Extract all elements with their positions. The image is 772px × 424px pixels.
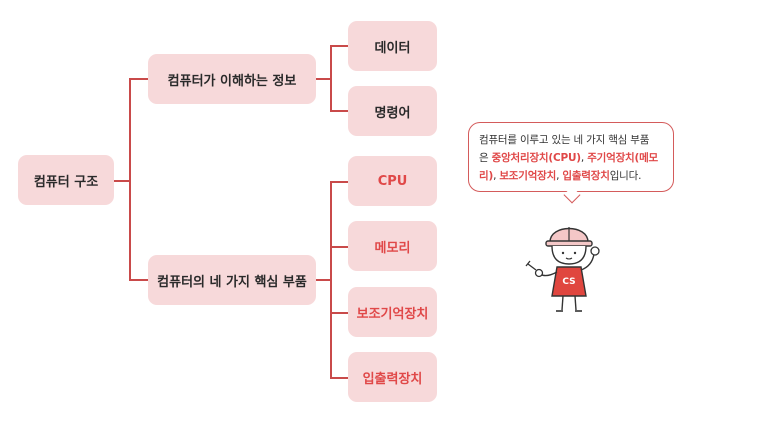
speech-bubble: 컴퓨터를 이루고 있는 네 가지 핵심 부품 은 중앙처리장치(CPU), 주기… (468, 122, 674, 192)
leaf-node-data: 데이터 (348, 21, 437, 71)
leaf-node-instruction: 명령어 (348, 86, 437, 136)
connector-to-memory (330, 246, 348, 248)
connector-branch2-stem (316, 279, 331, 281)
connector-root-vertical (129, 78, 131, 280)
branch-node-information: 컴퓨터가 이해하는 정보 (148, 54, 316, 104)
bubble-line-2: 은 중앙처리장치(CPU), 주기억장치(메모 (479, 149, 663, 167)
connector-to-storage (330, 312, 348, 314)
connector-to-branch-2 (129, 279, 148, 281)
bubble-text: , (493, 170, 500, 182)
leaf-node-io: 입출력장치 (348, 352, 437, 402)
bubble-line-1: 컴퓨터를 이루고 있는 네 가지 핵심 부품 (479, 134, 650, 146)
leaf-node-storage: 보조기억장치 (348, 287, 437, 337)
bubble-text: , (580, 152, 588, 164)
highlight-cpu: 중앙처리장치(CPU) (491, 152, 581, 164)
connector-branch2-vertical (330, 181, 332, 378)
root-node: 컴퓨터 구조 (18, 155, 114, 205)
connector-to-branch-1 (129, 78, 148, 80)
mascot-engineer-icon: CS (525, 227, 600, 312)
leaf-node-memory: 메모리 (348, 221, 437, 271)
highlight-memory-end: 리) (479, 170, 494, 182)
highlight-storage: 보조기억장치 (499, 170, 557, 182)
connector-to-io (330, 377, 348, 379)
bubble-text: 은 (479, 152, 492, 164)
bubble-line-3: 리), 보조기억장치, 입출력장치입니다. (479, 167, 663, 185)
bubble-text: , (556, 170, 563, 182)
connector-to-instruction (330, 110, 348, 112)
mascot-badge: CS (562, 277, 575, 287)
leaf-node-cpu: CPU (348, 156, 437, 206)
highlight-memory: 주기억장치(메모 (587, 152, 659, 164)
highlight-io: 입출력장치 (562, 170, 610, 182)
connector-to-data (330, 45, 348, 47)
branch-node-core-parts: 컴퓨터의 네 가지 핵심 부품 (148, 255, 316, 305)
connector-root-stem (114, 180, 130, 182)
connector-to-cpu (330, 181, 348, 183)
connector-branch1-vertical (330, 45, 332, 111)
connector-branch1-stem (316, 78, 331, 80)
bubble-text: 입니다. (609, 170, 642, 182)
